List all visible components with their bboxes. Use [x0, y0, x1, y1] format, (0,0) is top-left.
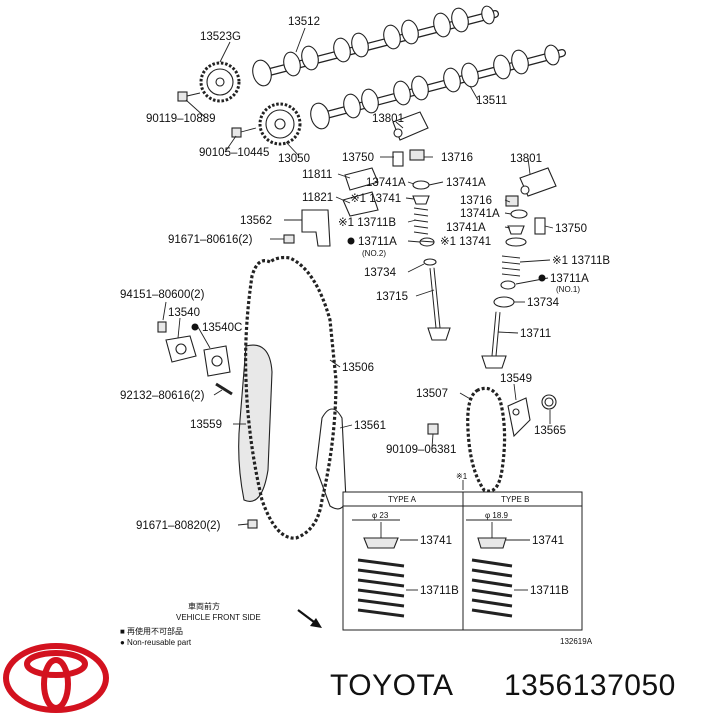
- spring-type-b: [471, 558, 513, 618]
- label-13506: 13506: [342, 362, 374, 374]
- label-91671-80820: 91671–80820(2): [136, 520, 221, 532]
- valve-stack-left: [412, 180, 437, 266]
- table-dia-a: φ 23: [372, 511, 389, 520]
- bolt-91671-80820: [247, 519, 258, 529]
- label-13711b-b: ※1 13711B: [552, 255, 610, 267]
- label-13565: 13565: [534, 425, 566, 437]
- tensioner-13549: [507, 397, 531, 438]
- label-13716-b: 13716: [460, 195, 492, 207]
- label-13801-b: 13801: [510, 153, 542, 165]
- timing-chain-13506: [244, 255, 338, 540]
- label-13711b-a: ※1 13711B: [338, 217, 396, 229]
- table-b-13711b: 13711B: [530, 585, 569, 597]
- label-13741-a: ※1 13741: [350, 193, 401, 205]
- label-13734-b: 13734: [527, 297, 560, 309]
- sprocket-13523g: [199, 61, 241, 103]
- vvt-gear-13050: [258, 102, 302, 146]
- retainer-type-b: [477, 537, 507, 549]
- valve-stack-right: [493, 255, 521, 308]
- table-type-a: TYPE A: [388, 495, 417, 504]
- bracket-13562: [283, 209, 331, 247]
- spring-13565: [541, 394, 557, 410]
- valve-13711: [481, 311, 507, 369]
- label-13512: 13512: [288, 16, 320, 28]
- legend: 車両前方 VEHICLE FRONT SIDE ■ 再使用不可部品 ● Non-…: [120, 601, 593, 647]
- label-91671-80616: 91671–80616(2): [168, 234, 253, 246]
- table-a-13741: 13741: [420, 535, 452, 547]
- label-note1: ※1: [456, 472, 468, 481]
- label-13511: 13511: [476, 95, 507, 107]
- label-13050: 13050: [278, 153, 310, 165]
- label-94151-80600: 94151–80600(2): [120, 289, 205, 301]
- label-13750-b: 13750: [555, 223, 587, 235]
- label-92132-80616: 92132–80616(2): [120, 390, 205, 402]
- legend-front-jp: 車両前方: [188, 601, 220, 611]
- stud-92132: [215, 382, 233, 396]
- gasket-13540c: [203, 345, 231, 377]
- label-13741a-b: 13741A: [446, 177, 486, 189]
- bolt-90119: [177, 91, 201, 102]
- non-reusable-mark: [347, 237, 355, 245]
- label-13507: 13507: [416, 388, 448, 400]
- label-13711a-a: 13711A: [358, 236, 397, 248]
- leader-lines: [162, 27, 554, 526]
- part-number: 1356137050: [504, 669, 676, 702]
- label-13562: 13562: [240, 215, 272, 227]
- tensioner-13540: [165, 335, 197, 363]
- non-reusable-mark: [538, 274, 546, 282]
- label-11821: 11821: [302, 192, 333, 204]
- label-13741a-a: 13741A: [366, 177, 406, 189]
- label-13711: 13711: [520, 328, 551, 340]
- valve-13715: [427, 267, 451, 341]
- rocker-arm-13801a: [392, 111, 429, 167]
- label-13523g: 13523G: [200, 31, 241, 43]
- label-13715: 13715: [376, 291, 408, 303]
- camshaft-13512: [252, 5, 499, 87]
- front-arrow-icon: [297, 609, 322, 628]
- brand-caption: TOYOTA 1356137050: [330, 669, 676, 702]
- legend-front-en: VEHICLE FRONT SIDE: [176, 613, 261, 622]
- label-no2: (NO.2): [362, 249, 386, 258]
- bearing-cap-11821: [342, 191, 379, 217]
- label-13741a-c: 13741A: [460, 208, 500, 220]
- label-13716-a: 13716: [441, 152, 473, 164]
- type-table: TYPE A TYPE B φ 23 φ 18.9 13741 13711B 1…: [342, 491, 583, 631]
- table-dia-b: φ 18.9: [485, 511, 509, 520]
- bolt-90105: [231, 127, 257, 138]
- non-reusable-mark: [191, 323, 199, 331]
- part-labels: 13523G 13512 13511 90119–10889 90105–104…: [120, 16, 610, 532]
- label-13711a-b: 13711A: [550, 273, 589, 285]
- camshaft-13511: [310, 44, 566, 130]
- legend-reuse-jp: ■ 再使用不可部品: [120, 626, 183, 636]
- legend-reuse-en: ● Non-reusable part: [120, 638, 192, 647]
- rocker-arm-13801b: [505, 167, 557, 247]
- label-90109-06381: 90109–06381: [386, 444, 456, 456]
- label-13801-a: 13801: [372, 113, 404, 125]
- bolt-94151: [157, 321, 167, 333]
- chain-guide-13559: [238, 344, 273, 502]
- label-90105-10445: 90105–10445: [199, 147, 269, 159]
- label-11811: 11811: [302, 169, 332, 181]
- label-13561: 13561: [354, 420, 386, 432]
- label-13741a-d: 13741A: [446, 222, 486, 234]
- diagram-code: 132619A: [560, 637, 593, 646]
- table-type-b: TYPE B: [501, 495, 529, 504]
- bearing-cap-11811: [344, 167, 379, 191]
- toyota-logo-icon: [3, 643, 109, 713]
- label-13540c: 13540C: [202, 322, 242, 334]
- label-13734-a: 13734: [364, 267, 397, 279]
- table-b-13741: 13741: [532, 535, 564, 547]
- label-13741-b: ※1 13741: [440, 236, 491, 248]
- spring-type-a: [357, 558, 405, 618]
- label-13549: 13549: [500, 373, 532, 385]
- table-a-13711b: 13711B: [420, 585, 459, 597]
- retainer-type-a: [363, 537, 399, 549]
- brand-name: TOYOTA: [330, 669, 454, 702]
- label-no1: (NO.1): [556, 285, 580, 294]
- label-90119-10889: 90119–10889: [146, 113, 216, 125]
- label-13540: 13540: [168, 307, 200, 319]
- label-13559: 13559: [190, 419, 222, 431]
- label-13750-a: 13750: [342, 152, 374, 164]
